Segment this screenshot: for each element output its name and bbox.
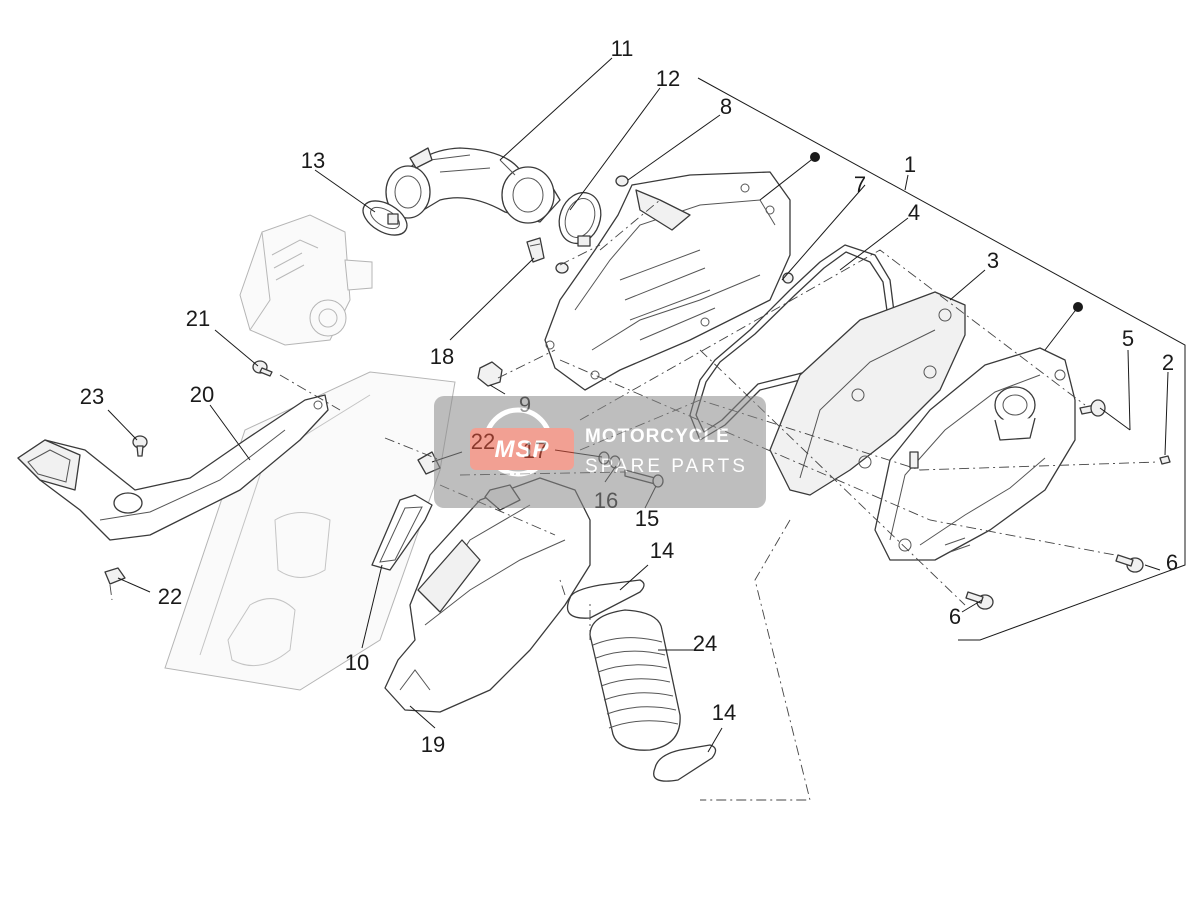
callout-14-upper: 14 [650, 538, 674, 563]
air-filter-element [769, 291, 966, 496]
callout-18: 18 [430, 344, 454, 369]
hose-clamp-14-lower [653, 744, 717, 782]
screw-6b [965, 591, 994, 610]
callout-15: 15 [635, 506, 659, 531]
bellows-24 [589, 609, 681, 751]
callout-24: 24 [693, 631, 717, 656]
marker-dot-housing [810, 152, 820, 162]
callout-7: 7 [854, 172, 866, 197]
callout-11: 11 [611, 36, 634, 61]
watermark-panel [434, 396, 766, 508]
callout-4: 4 [908, 200, 920, 225]
body-panel-ghost [164, 371, 456, 691]
callout-12: 12 [656, 66, 680, 91]
watermark-line2: SPARE PARTS [585, 456, 748, 477]
hose-clamp-12 [558, 191, 602, 247]
clip-18 [526, 237, 545, 263]
screw-21 [252, 360, 273, 377]
callout-2: 2 [1162, 350, 1174, 375]
seal-10 [371, 494, 433, 571]
assembly-frame-1 [697, 77, 1186, 641]
callout-6-lower: 6 [949, 604, 961, 629]
intake-duct [385, 147, 561, 224]
watermark-badge [470, 428, 574, 470]
callout-14-lower: 14 [712, 700, 736, 725]
hose-clamp-14-upper [566, 579, 645, 619]
callout-19: 19 [421, 732, 445, 757]
callout-21: 21 [186, 306, 210, 331]
marker-dot-cover [1073, 302, 1083, 312]
nut-9 [477, 361, 503, 387]
callout-10: 10 [345, 650, 369, 675]
screw-23 [132, 435, 148, 457]
hose-clamp-13 [362, 200, 408, 236]
callout-20: 20 [190, 382, 214, 407]
callout-3: 3 [987, 248, 999, 273]
callout-1: 1 [904, 152, 916, 177]
callout-13: 13 [301, 148, 325, 173]
air-snorkel-20 [17, 394, 329, 585]
air-box-housing [544, 171, 794, 391]
screw-6a [1115, 554, 1144, 573]
washer-8 [555, 175, 629, 274]
callout-6-right: 6 [1166, 550, 1178, 575]
air-box-cover [874, 347, 1076, 561]
watermark-line1: MOTORCYCLE [585, 426, 730, 447]
screw-5 [1079, 399, 1106, 417]
callout-8: 8 [720, 94, 732, 119]
watermark-badge-text: MSP [494, 436, 549, 463]
throttle-body-ghost [239, 214, 373, 346]
callout-5: 5 [1122, 326, 1134, 351]
screw-2 [1159, 455, 1171, 465]
callout-23: 23 [80, 384, 104, 409]
watermark: MSP MOTORCYCLE SPARE PARTS [434, 396, 766, 508]
callout-22-left: 22 [158, 584, 182, 609]
